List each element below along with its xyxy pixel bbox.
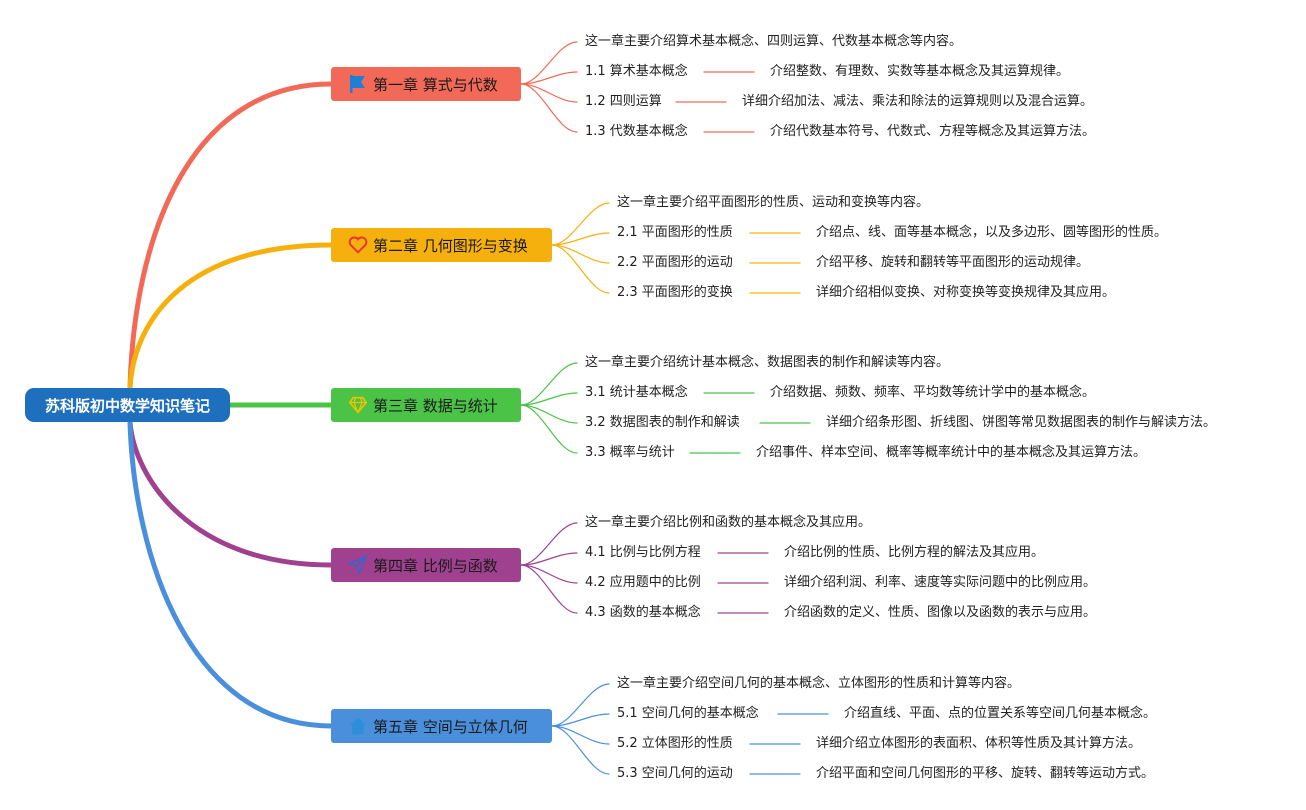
section-title[interactable]: 4.1 比例与比例方程 — [585, 545, 701, 560]
section-title[interactable]: 2.2 平面图形的运动 — [617, 255, 733, 270]
section-title[interactable]: 3.2 数据图表的制作和解读 — [585, 415, 740, 430]
section-title[interactable]: 5.3 空间几何的运动 — [617, 766, 733, 781]
section-title[interactable]: 2.3 平面图形的变换 — [617, 285, 733, 300]
sub-connector — [520, 564, 578, 614]
chapter-node[interactable]: 第二章 几何图形与变换 — [331, 228, 552, 262]
chapter-node[interactable]: 第四章 比例与函数 — [331, 548, 521, 582]
section-description[interactable]: 介绍比例的性质、比例方程的解法及其应用。 — [784, 545, 1045, 560]
root-topic-label: 苏科版初中数学知识笔记 — [44, 396, 210, 415]
sub-connector — [551, 713, 610, 727]
sub-connector — [520, 83, 578, 133]
section-title[interactable]: 3.3 概率与统计 — [585, 445, 675, 460]
chapter-title: 第一章 算式与代数 — [373, 75, 498, 94]
section-description[interactable]: 介绍数据、频数、频率、平均数等统计学中的基本概念。 — [770, 385, 1096, 400]
sub-connector — [520, 41, 578, 85]
heart-icon — [347, 234, 369, 256]
chapter-intro[interactable]: 这一章主要介绍统计基本概念、数据图表的制作和解读等内容。 — [585, 355, 950, 370]
house-icon — [347, 715, 369, 737]
chapter-intro[interactable]: 这一章主要介绍空间几何的基本概念、立体图形的性质和计算等内容。 — [617, 676, 1021, 691]
section-description[interactable]: 详细介绍立体图形的表面积、体积等性质及其计算方法。 — [816, 736, 1142, 751]
section-title[interactable]: 4.3 函数的基本概念 — [585, 605, 701, 620]
chapter-title: 第二章 几何图形与变换 — [373, 236, 528, 255]
branch-connector — [127, 242, 334, 391]
section-description[interactable]: 介绍直线、平面、点的位置关系等空间几何基本概念。 — [844, 706, 1157, 721]
section-description[interactable]: 介绍整数、有理数、实数等基本概念及其运算规律。 — [770, 64, 1070, 79]
section-title[interactable]: 5.2 立体图形的性质 — [617, 736, 733, 751]
sub-connector — [520, 522, 578, 566]
root-topic[interactable]: 苏科版初中数学知识笔记 — [25, 388, 230, 422]
section-title[interactable]: 3.1 统计基本概念 — [585, 385, 688, 400]
section-description[interactable]: 详细介绍加法、减法、乘法和除法的运算规则以及混合运算。 — [742, 94, 1094, 109]
section-description[interactable]: 详细介绍条形图、折线图、饼图等常见数据图表的制作与解读方法。 — [826, 415, 1217, 430]
chapter-title: 第四章 比例与函数 — [373, 556, 498, 575]
section-description[interactable]: 详细介绍相似变换、对称变换等变换规律及其应用。 — [816, 285, 1116, 300]
sub-connector — [520, 71, 578, 85]
diamond-icon — [347, 394, 369, 416]
sub-connector — [520, 362, 578, 406]
sub-connector — [520, 552, 578, 566]
sub-connector — [551, 244, 610, 264]
section-title[interactable]: 1.1 算术基本概念 — [585, 64, 688, 79]
section-description[interactable]: 介绍事件、样本空间、概率等概率统计中的基本概念及其运算方法。 — [756, 445, 1147, 460]
chapter-title: 第三章 数据与统计 — [373, 396, 498, 415]
sub-connector — [551, 232, 610, 246]
section-description[interactable]: 介绍平移、旋转和翻转等平面图形的运动规律。 — [816, 255, 1090, 270]
chapter-node[interactable]: 第三章 数据与统计 — [331, 388, 521, 422]
section-title[interactable]: 2.1 平面图形的性质 — [617, 225, 733, 240]
section-description[interactable]: 介绍点、线、面等基本概念，以及多边形、圆等图形的性质。 — [816, 225, 1168, 240]
branch-connector — [127, 81, 334, 391]
sub-connector — [551, 725, 610, 775]
branch-connector — [127, 419, 334, 568]
sub-connector — [520, 404, 578, 424]
chapter-intro[interactable]: 这一章主要介绍算术基本概念、四则运算、代数基本概念等内容。 — [585, 34, 963, 49]
chapter-node[interactable]: 第一章 算式与代数 — [331, 67, 521, 101]
chapter-intro[interactable]: 这一章主要介绍平面图形的性质、运动和变换等内容。 — [617, 195, 930, 210]
chapter-node[interactable]: 第五章 空间与立体几何 — [331, 709, 552, 743]
section-description[interactable]: 介绍平面和空间几何图形的平移、旋转、翻转等运动方式。 — [816, 766, 1155, 781]
paper-plane-icon — [347, 554, 369, 576]
chapter-title: 第五章 空间与立体几何 — [373, 717, 528, 736]
sub-connector — [551, 683, 610, 727]
sub-connector — [520, 564, 578, 584]
sub-connector — [551, 202, 610, 246]
section-title[interactable]: 1.3 代数基本概念 — [585, 124, 688, 139]
sub-connector — [551, 244, 610, 294]
flag-icon — [347, 73, 369, 95]
section-title[interactable]: 5.1 空间几何的基本概念 — [617, 706, 759, 721]
section-description[interactable]: 详细介绍利润、利率、速度等实际问题中的比例应用。 — [784, 575, 1097, 590]
section-description[interactable]: 介绍代数基本符号、代数式、方程等概念及其运算方法。 — [770, 124, 1096, 139]
sub-connector — [520, 404, 578, 454]
sub-connector — [520, 392, 578, 406]
branch-connector — [127, 419, 334, 729]
sub-connector — [520, 83, 578, 103]
sub-connector — [551, 725, 610, 745]
section-description[interactable]: 介绍函数的定义、性质、图像以及函数的表示与应用。 — [784, 605, 1097, 620]
section-title[interactable]: 4.2 应用题中的比例 — [585, 575, 701, 590]
section-title[interactable]: 1.2 四则运算 — [585, 94, 662, 109]
chapter-intro[interactable]: 这一章主要介绍比例和函数的基本概念及其应用。 — [585, 515, 872, 530]
